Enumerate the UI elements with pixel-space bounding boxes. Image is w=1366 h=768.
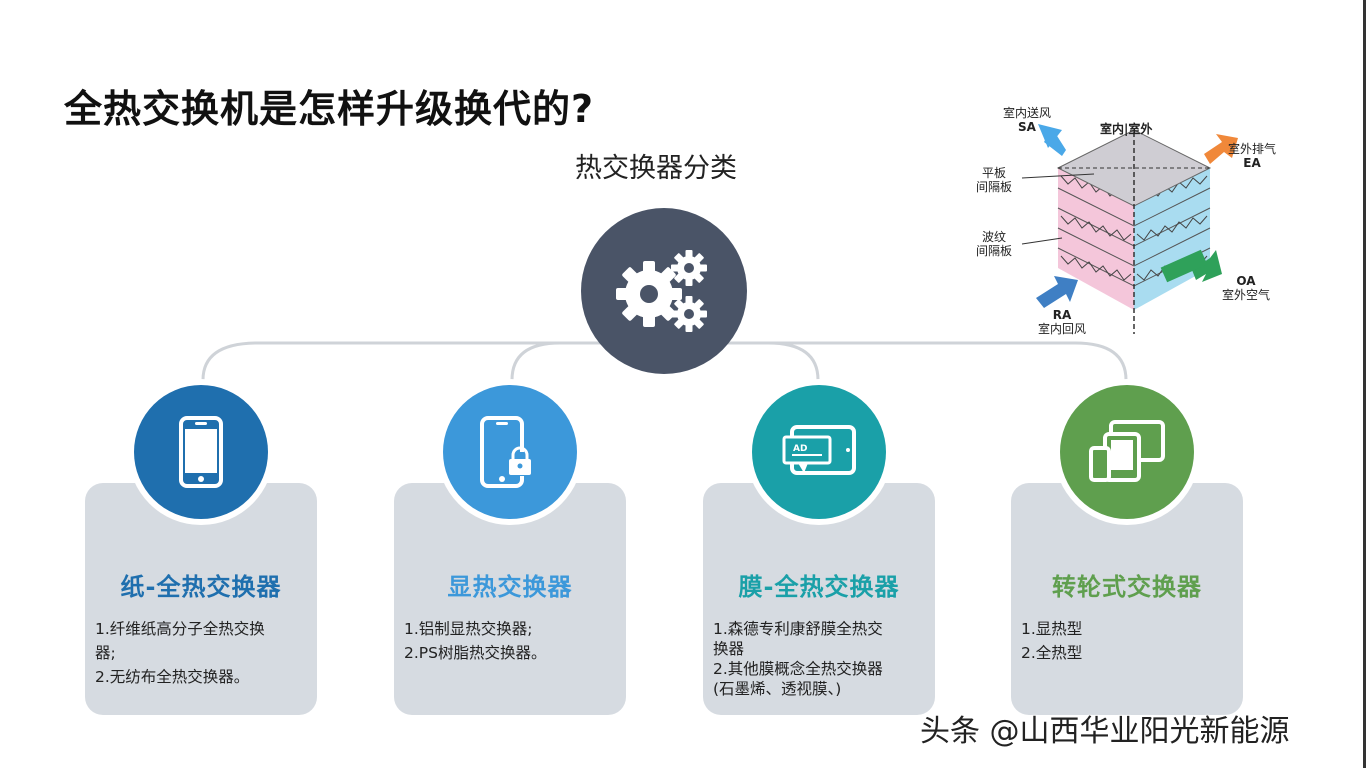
card-icon-circle (134, 385, 268, 519)
card-icon-circle: AD (752, 385, 886, 519)
diagram-subtitle: 热交换器分类 (575, 153, 737, 184)
card-line: 2.其他膜概念全热交换器 (713, 660, 883, 678)
page-title: 全热交换机是怎样升级换代的? (64, 87, 595, 131)
card-title: 膜-全热交换器 (738, 573, 900, 601)
svg-text:AD: AD (793, 444, 807, 454)
card-line: 换器 (713, 640, 745, 658)
card-line: 1.铝制显热交换器; (404, 620, 533, 638)
card-icon-circle (1060, 385, 1194, 519)
card-title: 转轮式交换器 (1052, 573, 1202, 601)
card-title: 纸-全热交换器 (120, 573, 282, 601)
flat-plate-label: 平板间隔板 (976, 166, 1013, 194)
card-title: 显热交换器 (447, 573, 573, 601)
card-line: 2.全热型 (1021, 644, 1083, 662)
card-sensible-exchanger: 显热交换器 1.铝制显热交换器; 2.PS树脂热交换器。 (394, 483, 626, 715)
right-border (1363, 0, 1366, 768)
card-line: 1.显热型 (1021, 620, 1083, 638)
card-line: 1.森德专利康舒膜全热交 (713, 620, 883, 638)
corrugated-label: 波纹间隔板 (976, 230, 1013, 258)
card-paper-exchanger: 纸-全热交换器 1.纤维纸高分子全热交换 器; 2.无纺布全热交换器。 (85, 483, 317, 715)
card-line: 2.无纺布全热交换器。 (95, 668, 250, 686)
tablet-ad-icon: AD (782, 425, 856, 475)
card-line: (石墨烯、透视膜、) (713, 680, 842, 698)
card-description: 1.纤维纸高分子全热交换 器; 2.无纺布全热交换器。 (95, 617, 307, 689)
gears-icon (616, 250, 707, 332)
card-rotary-exchanger: 转轮式交换器 1.显热型 2.全热型 (1011, 483, 1243, 715)
hub-circle (581, 208, 747, 374)
exchanger-illustration (1021, 124, 1238, 334)
card-description: 1.森德专利康舒膜全热交 换器 2.其他膜概念全热交换器 (石墨烯、透视膜、) (713, 619, 925, 699)
divider-label: 室内|室外 (1100, 122, 1153, 136)
card-description: 1.铝制显热交换器; 2.PS树脂热交换器。 (404, 617, 616, 665)
phone-lock-icon (480, 416, 534, 488)
card-membrane-exchanger: 膜-全热交换器 1.森德专利康舒膜全热交 换器 2.其他膜概念全热交换器 (石墨… (703, 483, 935, 715)
watermark: 头条 @山西华业阳光新能源 (920, 714, 1290, 749)
card-line: 器; (95, 644, 116, 662)
card-description: 1.显热型 2.全热型 (1021, 617, 1233, 665)
devices-icon (1089, 420, 1165, 482)
smartphone-icon (179, 416, 223, 488)
card-line: 1.纤维纸高分子全热交换 (95, 620, 265, 638)
card-icon-circle (443, 385, 577, 519)
card-line: 2.PS树脂热交换器。 (404, 644, 547, 662)
